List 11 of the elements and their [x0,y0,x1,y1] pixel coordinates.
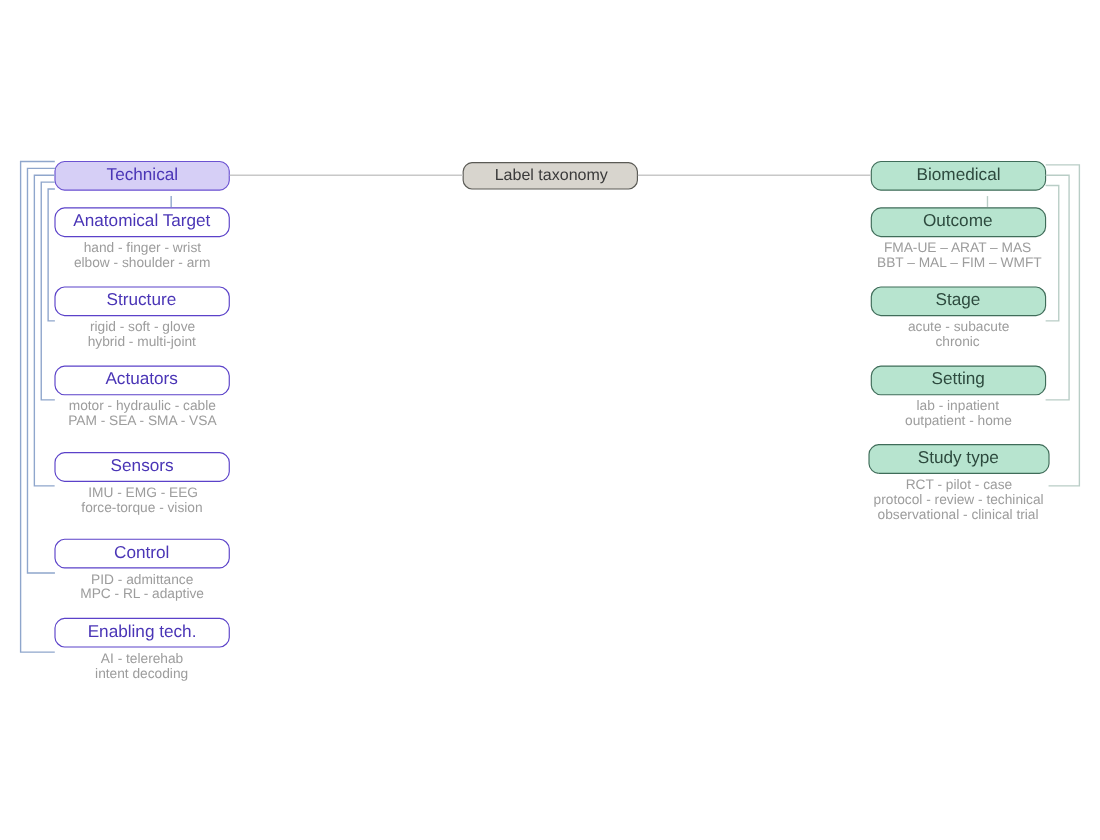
connector [33,174,56,487]
connector [40,181,56,401]
connector [1044,174,1070,401]
connector [1045,164,1081,487]
connector [637,174,872,176]
connector [229,174,464,176]
connector [1044,184,1060,322]
connector [170,195,172,208]
connector [26,167,56,574]
connector [19,160,56,653]
connector [47,188,56,322]
